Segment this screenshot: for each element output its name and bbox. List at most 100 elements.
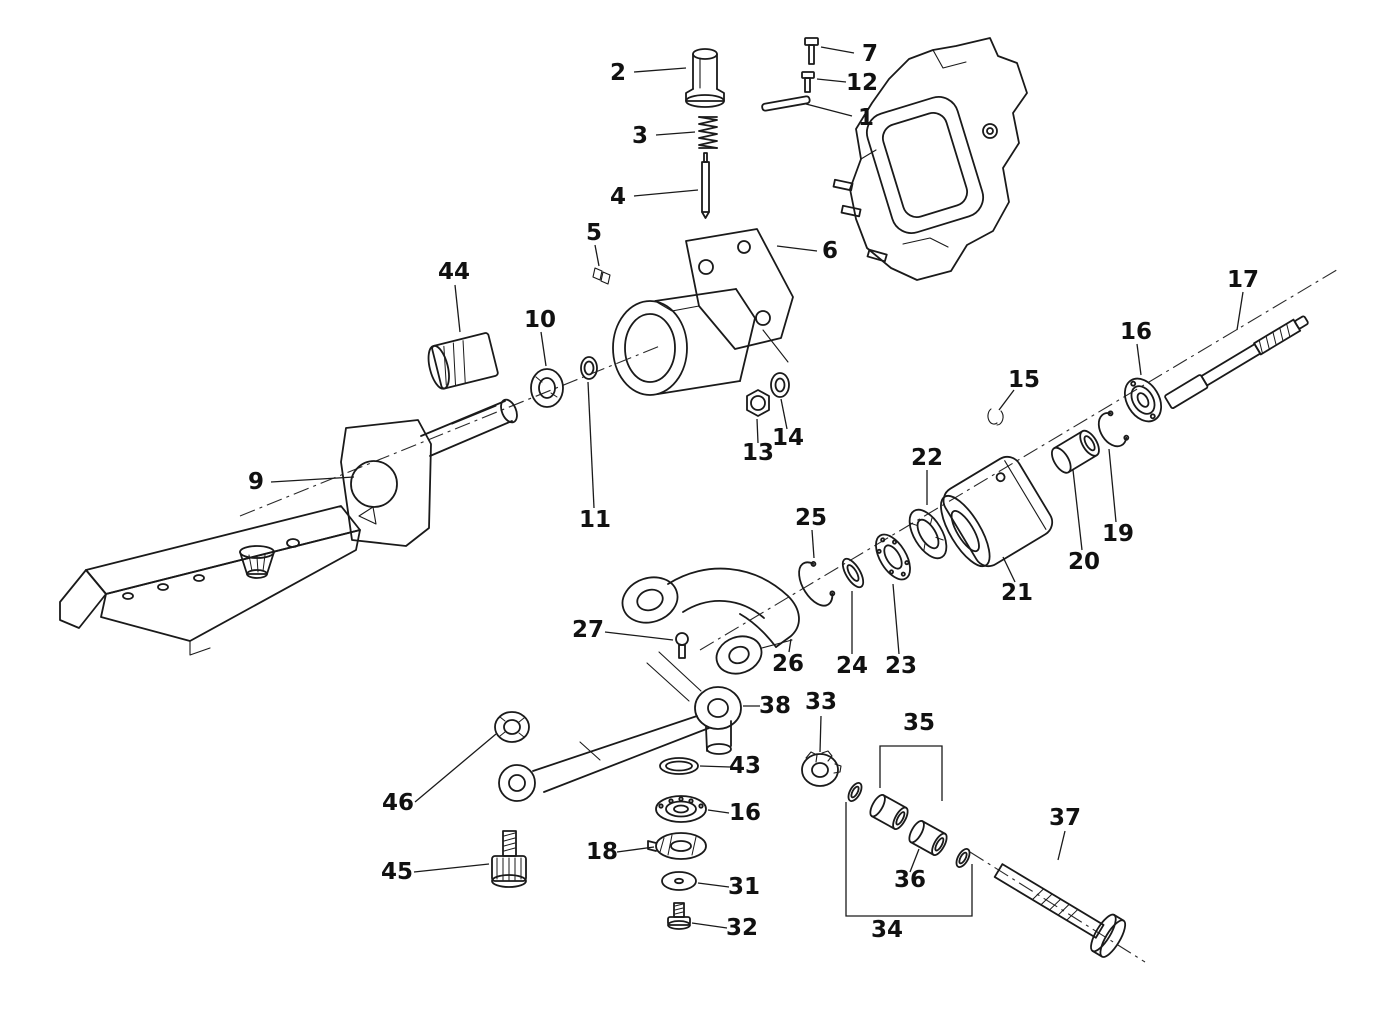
callout-18-label: 18 bbox=[586, 839, 618, 865]
snap-ring-25-part bbox=[798, 561, 836, 607]
callout-9-label: 9 bbox=[248, 469, 264, 495]
callout-4: 4 bbox=[610, 184, 699, 210]
bearing-22-part bbox=[908, 508, 948, 560]
screw-45-part bbox=[491, 830, 527, 888]
washer-24-part bbox=[841, 557, 865, 589]
bushing-20-part bbox=[1051, 429, 1100, 474]
callout-37: 37 bbox=[1049, 805, 1081, 861]
callout-12-label: 12 bbox=[846, 70, 878, 96]
callout-7-label: 7 bbox=[862, 41, 878, 67]
bearing-46-part bbox=[494, 711, 530, 743]
callout-13-label: 13 bbox=[742, 440, 774, 466]
callout-1-label: 1 bbox=[858, 105, 874, 131]
callout-16-upper-label: 16 bbox=[1120, 319, 1152, 345]
callout-5-label: 5 bbox=[586, 220, 602, 246]
callout-36: 36 bbox=[894, 848, 926, 893]
mounting-plate-part bbox=[59, 505, 361, 656]
callout-27: 27 bbox=[572, 617, 674, 643]
callout-19: 19 bbox=[1102, 448, 1134, 547]
bearing-23-part bbox=[875, 533, 911, 581]
callout-21: 21 bbox=[1001, 556, 1033, 606]
support-bracket-9-part bbox=[340, 398, 518, 547]
governor-lever-38-part bbox=[498, 651, 742, 802]
callout-32: 32 bbox=[691, 915, 758, 941]
screw-7-part bbox=[804, 37, 819, 65]
breather-cap-part bbox=[239, 545, 275, 579]
callout-31: 31 bbox=[697, 874, 760, 900]
callout-21-label: 21 bbox=[1001, 580, 1033, 606]
callout-43: 43 bbox=[699, 753, 761, 779]
callout-20: 20 bbox=[1068, 469, 1100, 575]
castle-nut-33-part bbox=[801, 750, 842, 787]
callout-3: 3 bbox=[632, 123, 696, 149]
callout-7: 7 bbox=[820, 41, 878, 67]
pivot-bushings-35-36-part bbox=[847, 782, 971, 868]
callout-12: 12 bbox=[816, 70, 878, 96]
callout-31-label: 31 bbox=[728, 874, 760, 900]
callout-5: 5 bbox=[586, 220, 602, 267]
center-axes bbox=[239, 267, 1341, 963]
callout-34: 34 bbox=[845, 802, 973, 943]
callout-24: 24 bbox=[836, 591, 868, 679]
guide-sleeve-2-part bbox=[685, 48, 725, 108]
callout-26-label: 26 bbox=[772, 651, 804, 677]
ball-bearing-16-upper-part bbox=[1123, 377, 1163, 423]
callout-33-label: 33 bbox=[805, 689, 837, 715]
callout-11: 11 bbox=[579, 381, 611, 533]
callout-44: 44 bbox=[438, 259, 470, 333]
governor-bracket-6-part bbox=[612, 228, 794, 396]
callout-25-label: 25 bbox=[795, 505, 827, 531]
pin-1-part bbox=[761, 95, 811, 112]
callouts-layer: 7 2 12 1 3 4 5 6 bbox=[248, 41, 1259, 943]
governor-shaft-17-part bbox=[1164, 315, 1309, 410]
screw-12-part bbox=[801, 71, 815, 93]
spring-3-part bbox=[698, 116, 718, 149]
callout-19-label: 19 bbox=[1102, 521, 1134, 547]
callout-10: 10 bbox=[524, 307, 556, 367]
callout-44-label: 44 bbox=[438, 259, 470, 285]
clip-5-part bbox=[592, 267, 611, 285]
adjusting-collar-18-part bbox=[647, 832, 707, 860]
screw-27-part bbox=[675, 632, 689, 659]
callout-27-label: 27 bbox=[572, 617, 604, 643]
pin-4-part bbox=[701, 152, 710, 219]
callout-2: 2 bbox=[610, 60, 687, 86]
callout-10-label: 10 bbox=[524, 307, 556, 333]
callout-22-label: 22 bbox=[911, 445, 943, 471]
ball-bearing-16-lower-part bbox=[655, 795, 707, 823]
callout-1: 1 bbox=[805, 103, 874, 131]
callout-37-label: 37 bbox=[1049, 805, 1081, 831]
washer-31-part bbox=[661, 871, 697, 891]
callout-35-label: 35 bbox=[903, 710, 935, 736]
callout-6: 6 bbox=[776, 238, 838, 264]
housing-casting bbox=[832, 37, 1028, 281]
callout-23: 23 bbox=[885, 583, 917, 679]
callout-22: 22 bbox=[911, 445, 943, 505]
callout-15: 15 bbox=[998, 367, 1040, 411]
washer-11-part bbox=[580, 356, 598, 380]
callout-14: 14 bbox=[772, 398, 804, 451]
callout-46: 46 bbox=[382, 733, 497, 816]
pivot-bolt-37-part bbox=[993, 863, 1127, 958]
callout-36-label: 36 bbox=[894, 867, 926, 893]
callout-16-lower-label: 16 bbox=[729, 800, 761, 826]
callout-16-lower: 16 bbox=[707, 800, 761, 826]
callout-35: 35 bbox=[879, 710, 943, 801]
callout-33: 33 bbox=[805, 689, 837, 753]
callout-45: 45 bbox=[381, 859, 490, 885]
callout-16-upper: 16 bbox=[1120, 319, 1152, 376]
nut-13-part bbox=[746, 389, 770, 417]
callout-26: 26 bbox=[772, 638, 804, 677]
callout-13: 13 bbox=[742, 418, 774, 466]
callout-3-label: 3 bbox=[632, 123, 648, 149]
callout-23-label: 23 bbox=[885, 653, 917, 679]
callout-38: 38 bbox=[743, 693, 791, 719]
snap-ring-19-part bbox=[1097, 410, 1130, 448]
callout-17: 17 bbox=[1227, 267, 1259, 331]
o-ring-43-part bbox=[659, 757, 699, 775]
governor-fork-26-part bbox=[621, 567, 800, 675]
callout-11-label: 11 bbox=[579, 507, 611, 533]
callout-45-label: 45 bbox=[381, 859, 413, 885]
